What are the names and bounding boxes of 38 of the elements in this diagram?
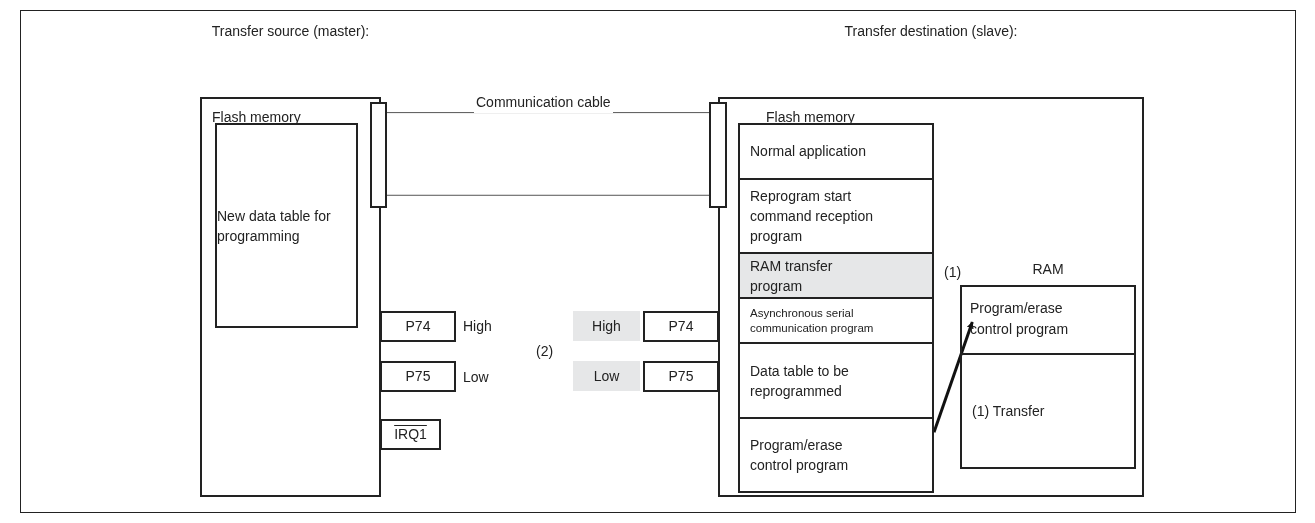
node-text: IRQ1 [394, 425, 427, 444]
node-text: Asynchronous serial communication program [750, 305, 875, 336]
cable-line [386, 194, 710, 196]
node-text: (1) Transfer [972, 401, 1045, 421]
signal-level: Low [573, 361, 640, 391]
port-box [380, 361, 456, 392]
connector-box [370, 102, 387, 208]
chip-heading: Transfer destination (slave): [843, 22, 1019, 41]
port-box [643, 311, 719, 342]
signal-level: High [573, 311, 640, 341]
signal-level: Low [463, 368, 489, 387]
chip-heading: Transfer source (master): [210, 22, 371, 41]
step-number: (2) [536, 342, 554, 361]
node-text: P74 [405, 317, 431, 336]
port-box [380, 311, 456, 342]
port-box [380, 419, 441, 450]
memory-block [215, 123, 358, 328]
memory-label: Flash memory [766, 108, 855, 127]
memory-block [738, 417, 934, 493]
node-text: Reprogram start command reception program [750, 187, 874, 246]
port-box [643, 361, 719, 392]
node-text: RAM transfer program [750, 256, 834, 296]
memory-block [738, 297, 934, 344]
ram-heading: RAM [1031, 260, 1065, 279]
memory-block [738, 123, 934, 180]
node-text: Normal application [750, 142, 866, 161]
node-text: New data table for programming [217, 206, 332, 246]
node-text: P75 [668, 367, 694, 386]
connector-box [709, 102, 727, 208]
signal-level: High [463, 317, 492, 336]
memory-label: Flash memory [212, 108, 301, 127]
node-text: P75 [405, 367, 431, 386]
node-text: Program/erase control program [750, 436, 850, 475]
node-text: P74 [668, 317, 694, 336]
step-number: (1) [944, 263, 962, 282]
memory-block [738, 342, 934, 419]
node-text: Data table to be reprogrammed [750, 361, 850, 401]
node-text: Program/erase control program [970, 299, 1070, 339]
